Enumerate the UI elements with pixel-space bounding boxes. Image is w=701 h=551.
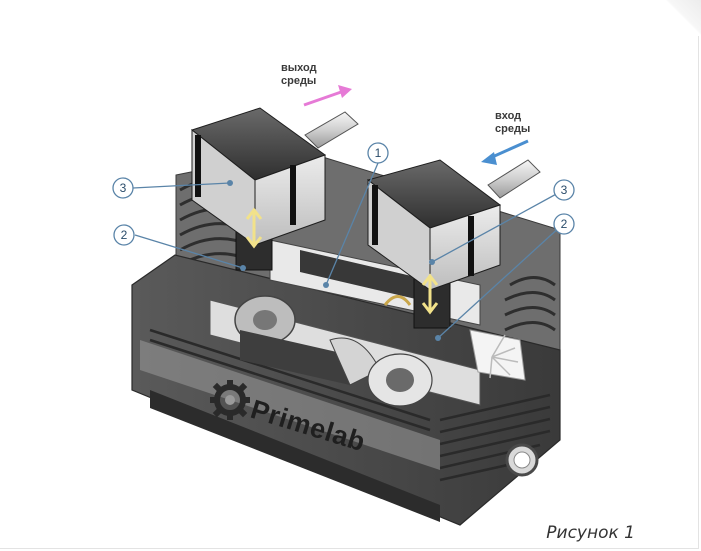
callout-3-right-leader — [431, 191, 561, 263]
callout-2-right-number: 2 — [560, 217, 568, 231]
right-pump-head — [366, 159, 541, 291]
page-corner-fold — [665, 0, 701, 36]
callout-2-left-number: 2 — [120, 228, 128, 242]
figure-caption: Рисунок 1 — [546, 523, 635, 543]
callout-3-left-number: 3 — [119, 181, 127, 195]
inlet-label-line2: среды — [495, 123, 531, 135]
inlet-flow-arrow — [481, 139, 529, 165]
outlet-label-line1: выход — [281, 62, 317, 74]
outlet-label: выход среды — [281, 62, 317, 88]
callout-1-circle — [367, 142, 389, 164]
callout-2-right-leader — [437, 224, 563, 339]
inlet-label: вход среды — [495, 110, 530, 136]
callout-3-right-circle — [553, 179, 575, 201]
callout-3-right-number: 3 — [560, 183, 568, 197]
outlet-flow-arrow — [303, 85, 352, 107]
internal-mechanism — [209, 187, 526, 407]
callout-2-left-circle — [113, 224, 135, 246]
brand-gear-logo — [210, 380, 250, 420]
callout-3-left-circle — [112, 177, 134, 199]
callout-1-number: 1 — [374, 146, 382, 160]
callout-3-left-leader — [132, 182, 231, 189]
callout-2-right-circle — [553, 213, 575, 235]
piston-stroke-arrow-right — [421, 273, 439, 315]
piston-stroke-arrow-left — [245, 207, 263, 249]
inlet-label-line1: вход — [495, 110, 522, 122]
callout-2-left-leader — [134, 234, 244, 269]
callout-1-leader — [325, 162, 379, 286]
outlet-label-line2: среды — [281, 75, 317, 87]
left-pump-head — [190, 107, 359, 246]
